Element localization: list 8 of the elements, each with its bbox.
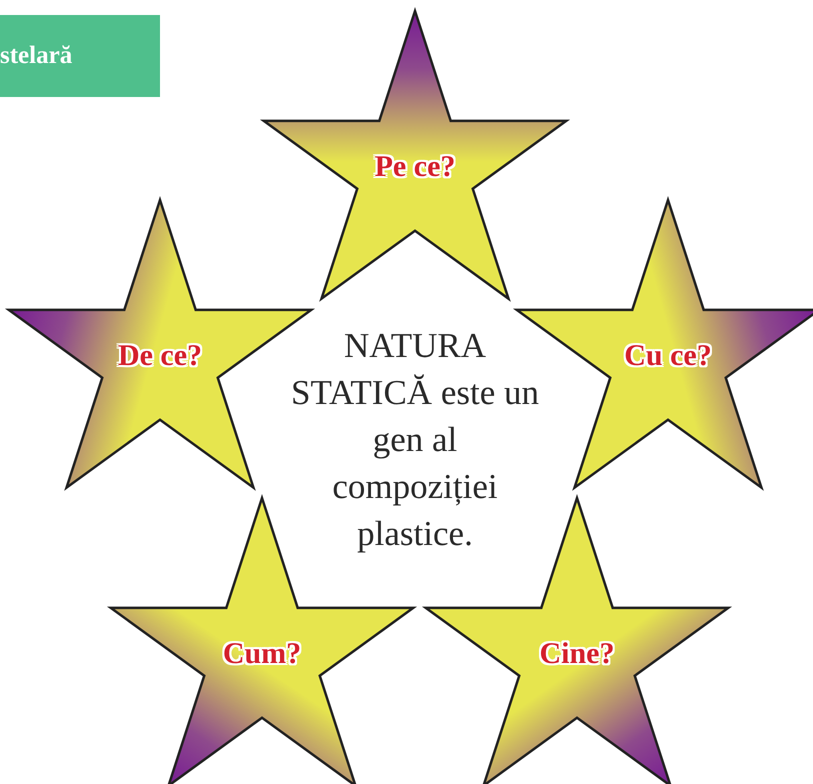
star-label: Pe ce? [374,150,456,184]
star-label: De ce? [116,339,204,373]
star-label: Cu ce? [623,339,713,373]
star-label: Cum? [222,637,302,671]
title-banner [0,15,160,97]
star-label: Cine? [538,637,616,671]
banner-title: stelară [0,42,72,70]
center-text: NATURA STATICĂ este un gen al compoziției plastice. [290,325,540,555]
